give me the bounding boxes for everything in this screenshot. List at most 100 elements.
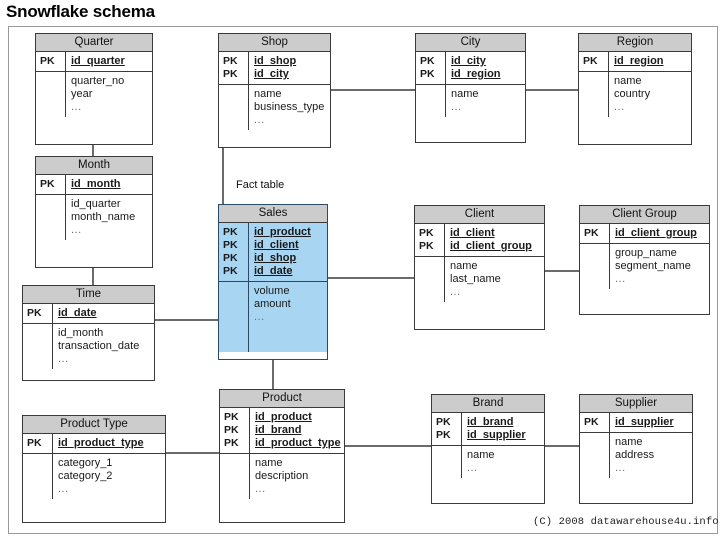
key-marker-column: PK	[580, 224, 610, 243]
attribute-column: name address ...	[610, 433, 692, 478]
pk-label: PK	[223, 68, 238, 80]
key-marker-column	[36, 72, 66, 117]
attribute: transaction_date	[58, 340, 140, 352]
pk-label: PK	[223, 265, 238, 277]
entity-product-type[interactable]: Product Type PK id_product_type category…	[22, 415, 166, 523]
attribute: last_name	[450, 273, 501, 285]
pk-label: PK	[584, 227, 599, 239]
pk-label: PK	[224, 411, 239, 423]
key-field: id_shop	[254, 55, 297, 67]
attribute-column: id_month transaction_date ...	[53, 324, 154, 369]
pk-label: PK	[583, 55, 598, 67]
connector-shop-city	[331, 89, 415, 91]
key-marker-column	[219, 282, 249, 352]
entity-sales-fact-table[interactable]: Sales PK PK PK PK id_product id_client i…	[218, 204, 328, 360]
entity-product-attributes: name description ...	[220, 454, 344, 499]
attribute: name	[450, 260, 478, 272]
pk-label: PK	[419, 240, 434, 252]
entity-supplier-attributes: name address ...	[580, 433, 692, 478]
key-field-column: id_supplier	[610, 413, 692, 432]
attribute-ellipsis: ...	[615, 273, 626, 285]
key-marker-column	[432, 446, 462, 478]
attribute: name	[254, 88, 282, 100]
entity-quarter-keys: PK id_quarter	[36, 52, 152, 72]
entity-client-group[interactable]: Client Group PK id_client_group group_na…	[579, 205, 710, 315]
key-marker-column: PK	[36, 52, 66, 71]
key-field: id_brand	[467, 416, 514, 428]
key-marker-column	[220, 454, 250, 499]
attribute: category_1	[58, 457, 113, 469]
pk-label: PK	[436, 429, 451, 441]
entity-city-keys: PK PK id_city id_region	[416, 52, 525, 85]
entity-client-attributes: name last_name ...	[415, 257, 544, 302]
entity-supplier-title: Supplier	[580, 395, 692, 413]
attribute-column: name country ...	[609, 72, 691, 117]
key-field: id_brand	[255, 424, 302, 436]
key-marker-column	[219, 85, 249, 130]
entity-brand[interactable]: Brand PK PK id_brand id_supplier name ..…	[431, 394, 545, 504]
attribute-ellipsis: ...	[71, 224, 82, 236]
pk-label: PK	[40, 55, 55, 67]
attribute-ellipsis: ...	[58, 483, 69, 495]
attribute-column: name ...	[462, 446, 544, 478]
attribute-ellipsis: ...	[58, 353, 69, 365]
entity-month-title: Month	[36, 157, 152, 175]
attribute-ellipsis: ...	[615, 462, 626, 474]
entity-client[interactable]: Client PK PK id_client id_client_group n…	[414, 205, 545, 330]
entity-time-title: Time	[23, 286, 154, 304]
entity-quarter[interactable]: Quarter PK id_quarter quarter_no year ..…	[35, 33, 153, 145]
key-field-column: id_product id_client id_shop id_date	[249, 223, 327, 281]
attribute: group_name	[615, 247, 677, 259]
entity-time[interactable]: Time PK id_date id_month transaction_dat…	[22, 285, 155, 381]
key-field-column: id_region	[609, 52, 691, 71]
entity-supplier[interactable]: Supplier PK id_supplier name address ...	[579, 394, 693, 504]
attribute-ellipsis: ...	[71, 101, 82, 113]
copyright-notice: (C) 2008 datawarehouse4u.info	[533, 516, 719, 528]
connector-product-brand	[345, 445, 431, 447]
key-field: id_client_group	[450, 240, 532, 252]
key-marker-column: PK PK	[219, 52, 249, 84]
entity-shop[interactable]: Shop PK PK id_shop id_city name business…	[218, 33, 331, 148]
pk-label: PK	[224, 437, 239, 449]
connector-sales-product	[272, 360, 274, 389]
attribute: name	[467, 449, 495, 461]
key-field-column: id_city id_region	[446, 52, 525, 84]
entity-region-title: Region	[579, 34, 691, 52]
key-field: id_product_type	[255, 437, 341, 449]
entity-product[interactable]: Product PK PK PK id_product id_brand id_…	[219, 389, 345, 523]
entity-client-group-attributes: group_name segment_name ...	[580, 244, 709, 289]
entity-month[interactable]: Month PK id_month id_quarter month_name …	[35, 156, 153, 268]
key-field: id_supplier	[615, 416, 674, 428]
key-marker-column	[23, 454, 53, 499]
key-field-column: id_product id_brand id_product_type	[250, 408, 344, 453]
key-marker-column	[36, 195, 66, 240]
entity-city-attributes: name ...	[416, 85, 525, 117]
key-marker-column	[415, 257, 445, 302]
entity-shop-attributes: name business_type ...	[219, 85, 330, 130]
entity-region-keys: PK id_region	[579, 52, 691, 72]
key-field-column: id_client_group	[610, 224, 709, 243]
entity-product-type-keys: PK id_product_type	[23, 434, 165, 454]
key-marker-column: PK PK PK	[220, 408, 250, 453]
attribute: description	[255, 470, 309, 482]
entity-region[interactable]: Region PK id_region name country ...	[578, 33, 692, 145]
attribute-ellipsis: ...	[450, 286, 461, 298]
attribute: id_quarter	[71, 198, 121, 210]
pk-label: PK	[223, 252, 238, 264]
attribute: month_name	[71, 211, 136, 223]
pk-label: PK	[436, 416, 451, 428]
pk-label: PK	[27, 307, 42, 319]
attribute: amount	[254, 298, 291, 310]
connector-brand-supplier	[545, 445, 579, 447]
entity-product-type-attributes: category_1 category_2 ...	[23, 454, 165, 499]
attribute-ellipsis: ...	[451, 101, 462, 113]
pk-label: PK	[40, 178, 55, 190]
key-field: id_region	[451, 68, 501, 80]
attribute: category_2	[58, 470, 113, 482]
attribute: address	[615, 449, 655, 461]
attribute-ellipsis: ...	[467, 462, 478, 474]
key-marker-column: PK	[36, 175, 66, 194]
entity-time-keys: PK id_date	[23, 304, 154, 324]
entity-city[interactable]: City PK PK id_city id_region name ...	[415, 33, 526, 143]
